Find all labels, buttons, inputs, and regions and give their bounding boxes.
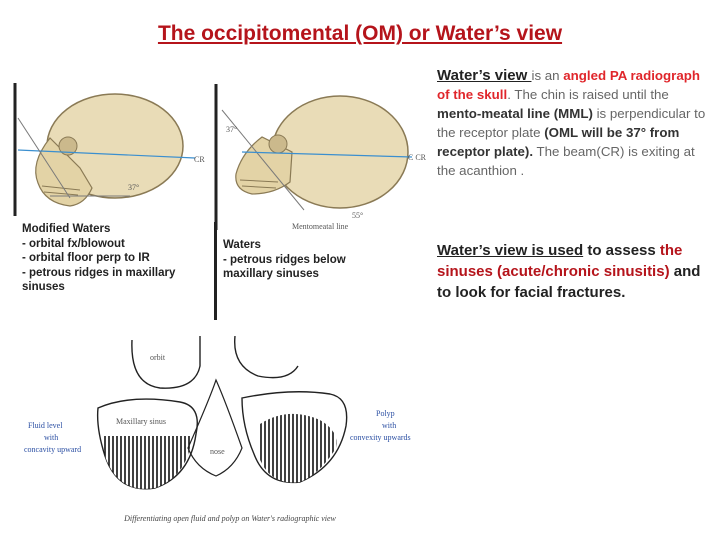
right-skull-illustration: C CR 37° 55° Mentomeatal line [214,84,427,231]
caption-line: - orbital floor perp to IR [22,252,150,264]
bold-text: (OML will be 37° from receptor plate). [437,125,680,159]
polyp-note-line: with [382,421,396,430]
fluid-level-fill [102,436,192,489]
orbit-label: orbit [150,353,166,362]
baseline-left [17,117,71,199]
text-run: The beam(CR) is exiting at the acanthion… [437,144,695,178]
fluid-note-line: concavity upward [24,445,81,454]
angle-label-top-right: 37° [226,125,237,134]
teeth-left [41,185,81,196]
waters-use-term: Water’s view is used [437,242,584,259]
description-paragraph-1: Water’s view is an angled PA radiograph … [437,66,709,180]
fluid-note-line: with [44,433,58,442]
angle-label-left: 37° [128,183,139,192]
caption-line: - orbital fx/blowout [22,237,125,250]
page-title: The occipitomental (OM) or Water’s view [157,22,563,45]
central-ray-right [241,151,413,158]
text-run: to assess [583,242,660,259]
bold-text: mento-meatal line (MML) [437,106,593,121]
nose-label: nose [210,447,225,456]
waters-view-term: Water’s view [437,67,532,84]
text-run: is perpendicular to the receptor plate [437,106,706,140]
caption-line: maxillary sinuses [223,268,319,280]
caption-line: sinuses [22,281,65,293]
caption-line: Waters [223,239,261,251]
orbit-left [58,136,78,156]
fluid-note-line: Fluid level [28,421,63,430]
text-run: . The chin is raised until the [507,87,669,102]
polyp-fill [258,413,337,483]
sinus-diagram: orbit Maxillary sinus nose Fluid level w… [24,336,411,490]
central-ray-left [17,149,196,159]
polyp-note-line: Polyp [376,409,395,418]
cr-label-right: C CR [408,153,427,162]
orbit-left-outline [131,336,201,389]
orbit-right-outline [234,336,299,379]
mml-label: Mentomeatal line [292,222,349,231]
caption-line: Modified Waters [22,223,111,235]
nasal-cavity [187,378,243,477]
text-run: and to look for facial fractures. [437,263,701,301]
angle-label-bottom-right: 55° [352,211,363,220]
description-paragraph-2: Water’s view is used to assess the sinus… [437,240,709,303]
left-skull-caption: Modified Waters - orbital fx/blowout - o… [22,222,175,295]
left-skull-illustration: CR 37° [13,83,205,216]
cr-label-left: CR [194,155,205,164]
diagram-caption: Differentiating open fluid and polyp on … [124,514,336,523]
maxillary-sinus-label: Maxillary sinus [116,417,166,426]
caption-line: - petrous ridges in maxillary [22,266,176,279]
highlight-text: the sinuses (acute/chronic sinusitis) [437,242,683,280]
highlight-text: angled PA radiograph of the skull [437,68,700,102]
mentomeatal-line [221,109,305,211]
caption-line: - petrous ridges below [223,253,346,266]
text-run: is an [531,68,564,83]
teeth-right [239,179,279,189]
caption-divider [214,222,217,320]
orbit-right [268,134,288,154]
polyp-note-line: convexity upwards [350,433,411,442]
right-skull-caption: Waters - petrous ridges below maxillary … [223,238,346,282]
